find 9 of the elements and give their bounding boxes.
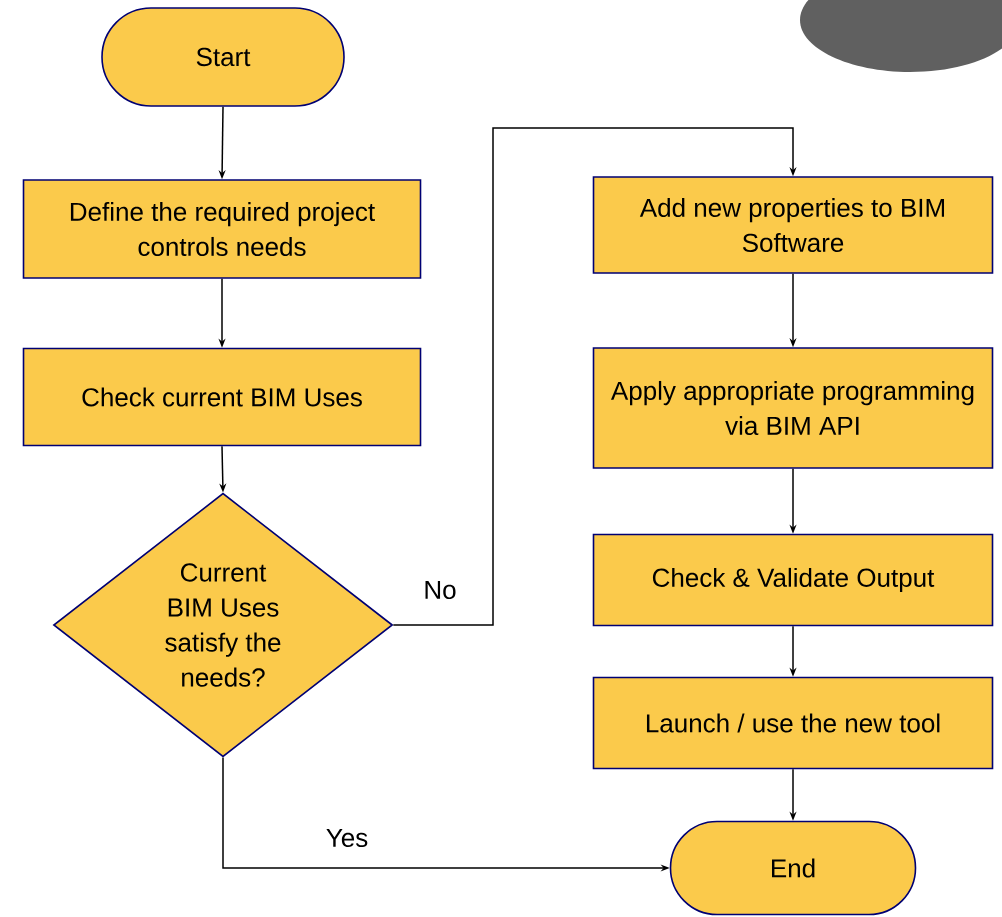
process-box: Launch / use the new tool bbox=[592, 676, 994, 770]
edge-label: Yes bbox=[326, 828, 368, 848]
arrow bbox=[392, 127, 797, 626]
process-box: Apply appropriate programming via BIM API bbox=[592, 347, 994, 469]
process-box: Check & Validate Output bbox=[592, 533, 994, 627]
process-box: Add new properties to BIM Software bbox=[592, 176, 994, 274]
edge-label: No bbox=[425, 580, 456, 600]
process-box: Check current BIM Uses bbox=[22, 347, 422, 447]
process-box: Define the required project controls needs bbox=[22, 179, 422, 279]
